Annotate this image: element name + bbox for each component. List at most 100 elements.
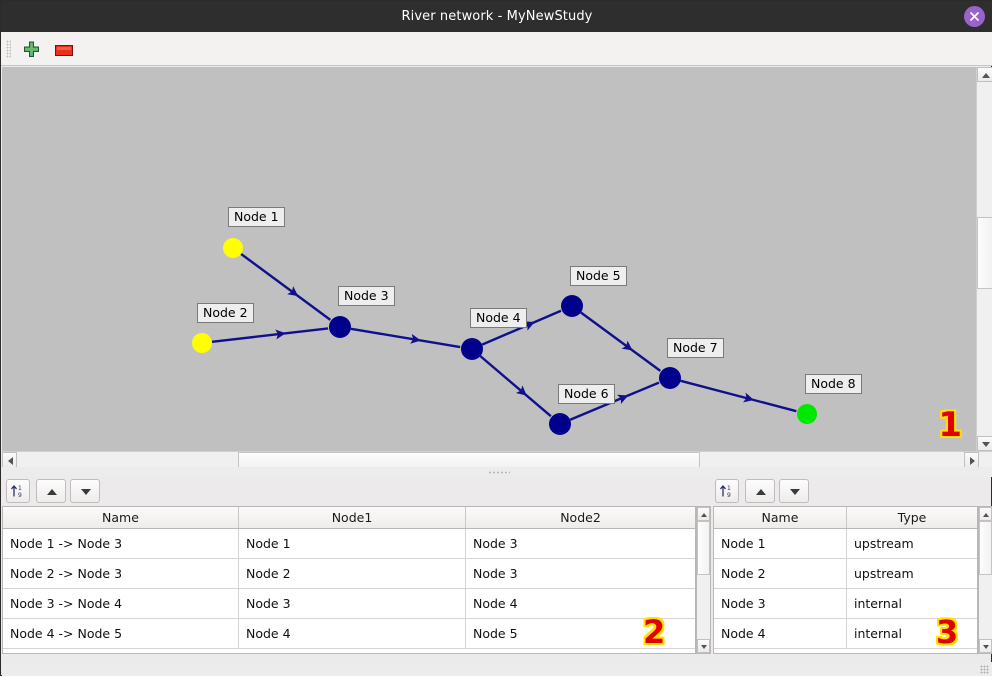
nodes-scroll-down-button[interactable] [979, 639, 992, 653]
nodes-column-header-type[interactable]: Type [897, 510, 927, 525]
table-cell[interactable]: internal [854, 596, 902, 611]
table-cell[interactable]: Node 4 -> Node 5 [3, 619, 239, 648]
table-cell[interactable]: Node 1 [714, 529, 847, 558]
graph-edge-arrow-icon [275, 329, 286, 340]
graph-nodes [192, 238, 817, 435]
table-cell[interactable]: upstream [854, 566, 914, 581]
annotation-marker-3: 3 [936, 613, 959, 651]
nodes-move-up-button[interactable] [745, 479, 775, 503]
graph-edges [211, 252, 797, 421]
graph-edge-arrow-icon [617, 394, 629, 404]
table-cell[interactable]: Node 4 [473, 596, 518, 611]
table-cell[interactable]: Node 2 [714, 559, 847, 588]
graph-edge[interactable] [580, 311, 662, 372]
canvas-horizontal-scrollbar[interactable] [2, 451, 992, 468]
horizontal-splitter[interactable] [2, 467, 992, 477]
graph-node[interactable] [223, 238, 243, 258]
graph-node-label[interactable]: Node 2 [197, 303, 254, 323]
window-resize-grip[interactable] [980, 665, 989, 674]
graph-node[interactable] [659, 367, 681, 389]
graph-node-label[interactable]: Node 4 [470, 308, 527, 328]
graph-edge[interactable] [211, 327, 329, 344]
reaches-column-header-name[interactable]: Name [3, 507, 239, 528]
canvas-scroll-left-button[interactable] [2, 452, 17, 468]
annotation-marker-1: 1 [938, 405, 962, 445]
reaches-scroll-up-button[interactable] [697, 507, 710, 521]
nodes-table-row[interactable]: Node 2 upstream [714, 559, 977, 589]
nodes-vertical-scrollbar[interactable] [978, 506, 992, 654]
graph-node-label[interactable]: Node 1 [228, 207, 285, 227]
nodes-vertical-scroll-thumb[interactable] [979, 521, 992, 575]
svg-text:1: 1 [727, 485, 731, 492]
reaches-vertical-scroll-thumb[interactable] [697, 521, 710, 575]
graph-node-label[interactable]: Node 7 [667, 338, 724, 358]
table-cell[interactable]: Node 3 [473, 536, 518, 551]
graph-edge[interactable] [479, 355, 552, 418]
table-cell[interactable]: Node 3 [239, 589, 466, 618]
graph-edge-arrow-icon [515, 385, 527, 396]
canvas-vertical-scroll-thumb[interactable] [977, 217, 992, 289]
nodes-table-row[interactable]: Node 1 upstream [714, 529, 977, 559]
canvas-scroll-down-button[interactable] [977, 436, 992, 451]
canvas-scroll-right-button[interactable] [964, 452, 979, 468]
graph-node[interactable] [561, 295, 583, 317]
graph-node-label[interactable]: Node 6 [558, 384, 615, 404]
graph-node-label[interactable]: Node 5 [570, 266, 627, 286]
table-cell[interactable]: internal [854, 626, 902, 641]
table-cell[interactable]: Node 4 [714, 619, 847, 648]
canvas-vertical-scrollbar[interactable] [976, 67, 992, 451]
graph-node[interactable] [797, 404, 817, 424]
reaches-scroll-down-button[interactable] [697, 639, 710, 653]
nodes-scroll-up-button[interactable] [979, 507, 992, 521]
nodes-sort-button[interactable]: 1 9 [715, 479, 739, 503]
table-cell[interactable]: Node 1 [239, 529, 466, 558]
table-cell[interactable]: Node 4 [239, 619, 466, 648]
table-cell[interactable]: Node 3 [473, 566, 518, 581]
graph-edge[interactable] [240, 252, 332, 321]
graph-node[interactable] [192, 333, 212, 353]
reaches-vertical-scrollbar[interactable] [696, 506, 711, 654]
canvas-scroll-up-button[interactable] [977, 67, 992, 82]
nodes-move-down-button[interactable] [779, 479, 809, 503]
graph-edge-arrow-icon [743, 392, 754, 403]
graph-edge[interactable] [680, 379, 797, 413]
table-cell[interactable]: Node 5 [473, 626, 518, 641]
graph-node[interactable] [329, 316, 351, 338]
reaches-sort-button[interactable]: 1 9 [6, 479, 30, 503]
table-cell[interactable]: upstream [854, 536, 914, 551]
graph-node[interactable] [461, 338, 483, 360]
table-cell[interactable]: Node 3 [714, 589, 847, 618]
table-cell[interactable]: Node 2 [239, 559, 466, 588]
reaches-column-header-node1[interactable]: Node1 [239, 507, 466, 528]
toolbar-drag-handle[interactable] [6, 40, 11, 58]
reaches-move-down-button[interactable] [70, 479, 100, 503]
close-window-button[interactable] [964, 6, 985, 27]
annotation-marker-2: 2 [643, 613, 666, 651]
add-plus-icon[interactable] [23, 41, 40, 58]
nodes-table-row[interactable]: Node 3 internal [714, 589, 977, 619]
reaches-move-up-button[interactable] [36, 479, 66, 503]
graph-node[interactable] [549, 413, 571, 435]
status-bar [2, 662, 992, 676]
nodes-column-header-name[interactable]: Name [714, 507, 847, 528]
table-cell[interactable]: Node 3 -> Node 4 [3, 589, 239, 618]
river-network-diagram[interactable]: Node 1 Node 2 Node 3 Node 4 Node 5 Node 6 Node… [2, 67, 976, 451]
table-cell[interactable]: Node 2 -> Node 3 [3, 559, 239, 588]
nodes-table-row[interactable]: Node 4 internal [714, 619, 977, 649]
graph-node-label[interactable]: Node 8 [805, 374, 862, 394]
graph-edge[interactable] [350, 327, 461, 349]
graph-node-label[interactable]: Node 3 [338, 286, 395, 306]
network-graph-svg [192, 238, 817, 435]
reaches-column-header-node2[interactable]: Node2 [560, 510, 601, 525]
nodes-toolbar: 1 9 [713, 477, 992, 505]
canvas-horizontal-scroll-thumb[interactable] [238, 452, 700, 468]
delete-minus-icon[interactable] [55, 45, 73, 56]
table-cell[interactable]: Node 1 -> Node 3 [3, 529, 239, 558]
